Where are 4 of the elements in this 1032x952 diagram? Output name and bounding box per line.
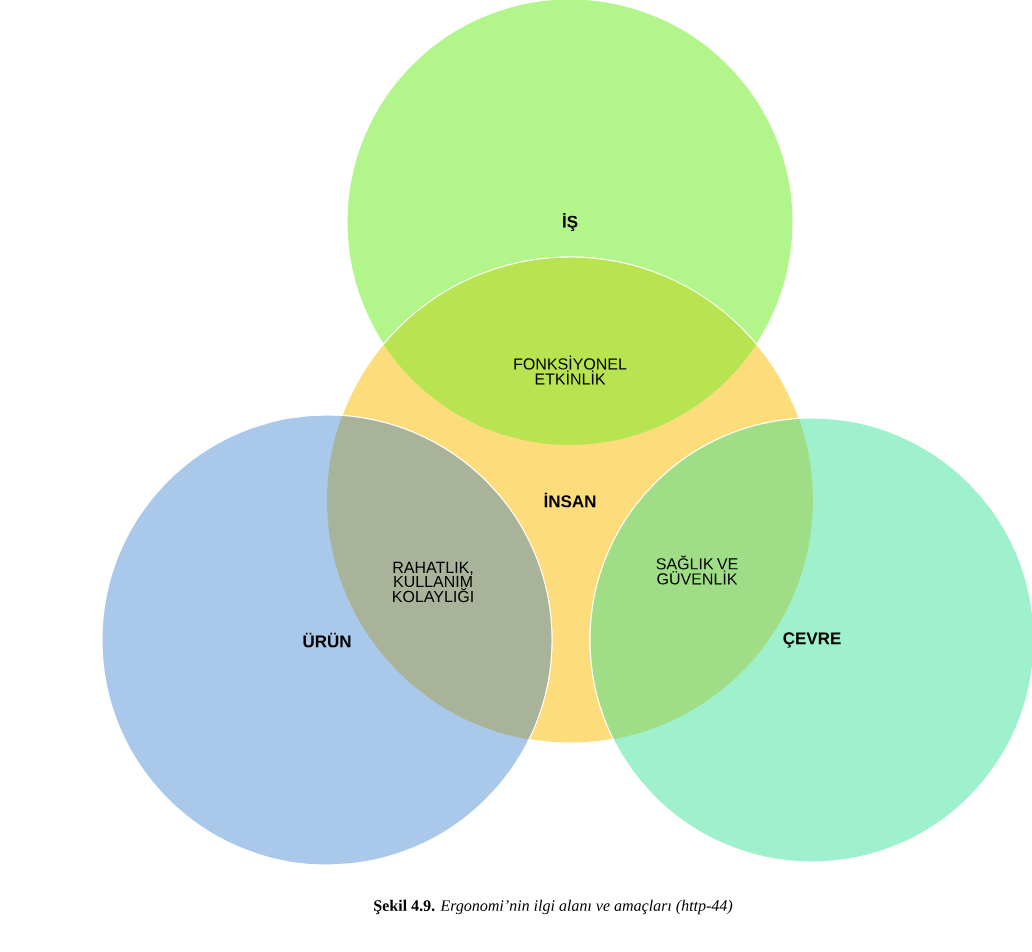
overlap-label: RAHATLIK, KULLANIM KOLAYLIĞI: [393, 561, 473, 603]
overlap-label: FONKSİYONEL ETKİNLİK: [514, 355, 627, 385]
caption: Şekil 4.9. Ergonomi’nin ilgi alanı ve amaçları (http-44): [374, 899, 733, 915]
overlap-label: SAĞLIK VE GÜVENLİK: [656, 555, 738, 585]
